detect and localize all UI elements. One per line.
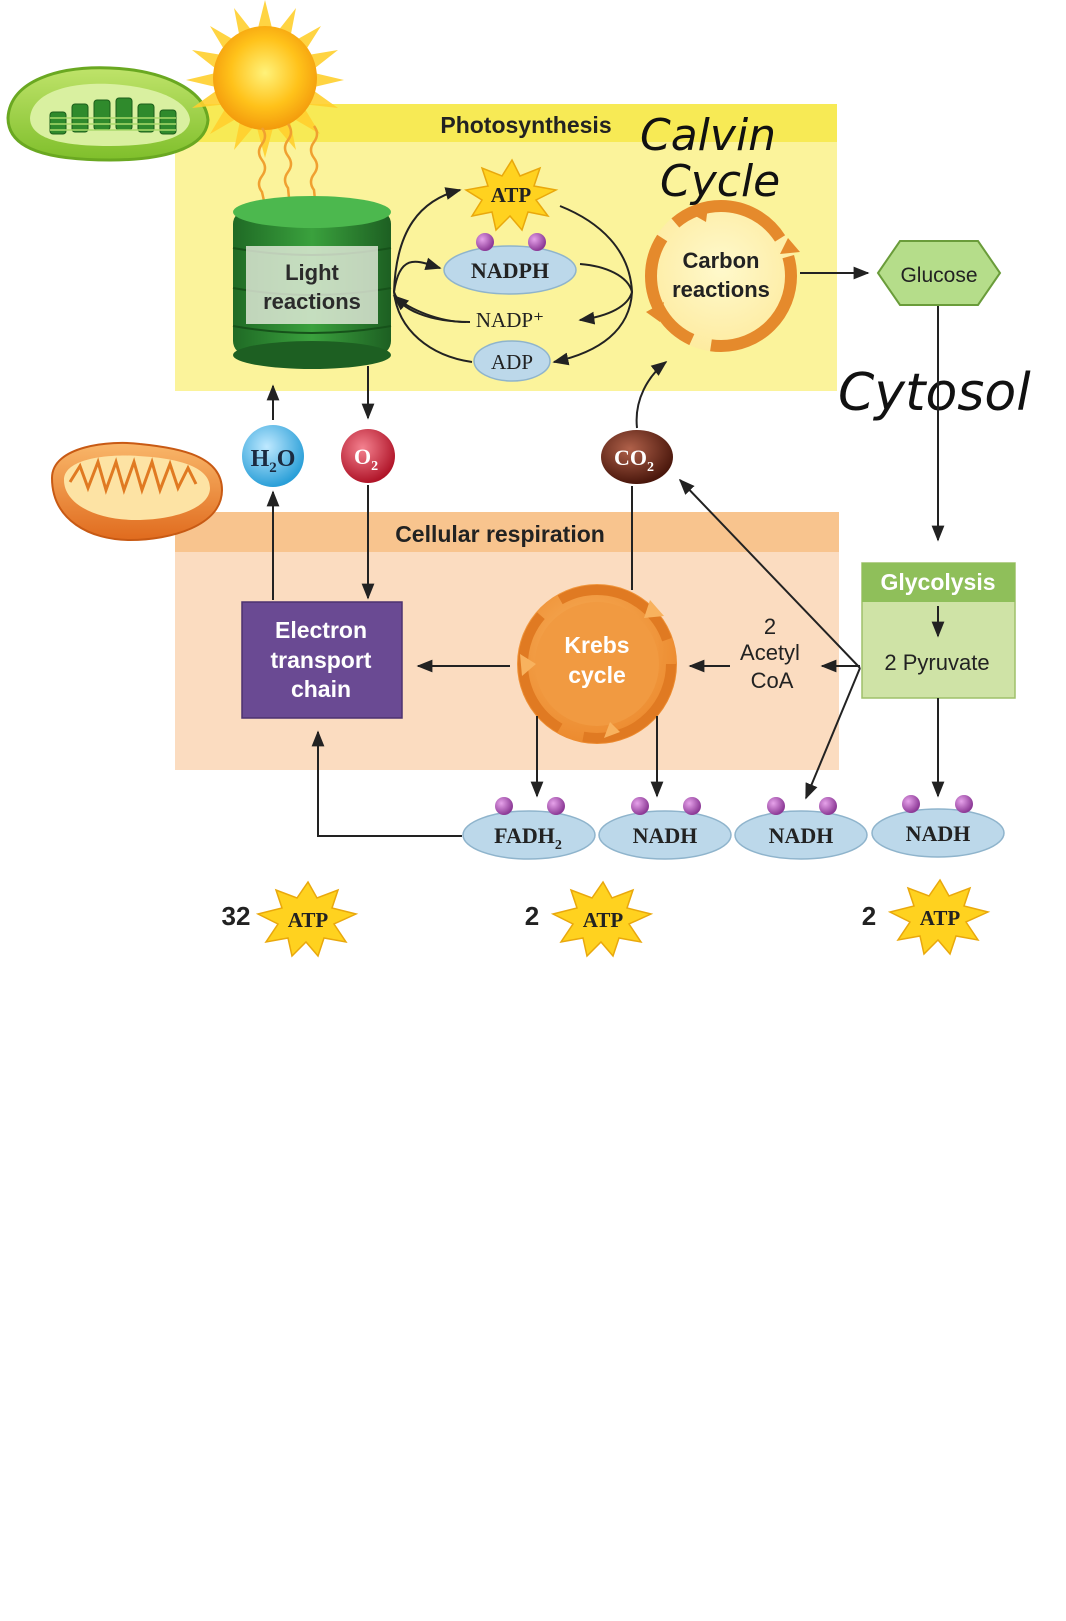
respiration-arrows	[311, 659, 945, 837]
krebs-label-2: cycle	[568, 662, 626, 688]
carbon-reactions-label-1: Carbon	[683, 248, 760, 273]
adp-label: ADP	[491, 350, 533, 374]
fadh2-carrier: FADH2	[462, 797, 596, 860]
nadph-label: NADPH	[471, 258, 549, 283]
respiration-title: Cellular respiration	[395, 521, 605, 547]
chloroplast-icon	[6, 66, 210, 162]
atp-burst-icon	[550, 880, 654, 958]
photosynthesis-title: Photosynthesis	[440, 112, 611, 138]
acetyl-count: 2	[764, 614, 776, 639]
atp-label-photo: ATP	[491, 183, 532, 207]
co2-label: CO2	[614, 445, 654, 475]
glycolysis-title: Glycolysis	[880, 569, 995, 595]
nadh-carrier-2: NADH	[734, 797, 868, 860]
mitochondrion-icon	[50, 441, 224, 542]
respiration-panel: Cellular respiration	[175, 512, 839, 770]
atp-burst-icon	[887, 878, 991, 956]
glucose-node: Glucose	[876, 240, 1002, 306]
atp-yield-label: ATP	[920, 906, 961, 930]
nadh-label-2: NADH	[769, 823, 834, 848]
nadh-carrier-3: NADH	[871, 795, 1005, 858]
sunlight-rays	[257, 123, 319, 211]
nadp-plus-label: NADP⁺	[476, 308, 544, 332]
atp-yield-count: 2	[525, 901, 539, 931]
photosynthesis-arrows	[392, 187, 633, 366]
nadh-label-1: NADH	[633, 823, 698, 848]
adp-carrier: ADP	[473, 340, 551, 382]
molecule-arrows	[266, 361, 861, 669]
atp-yield-glycolysis: 2 ATP	[862, 878, 991, 956]
glycolysis-box: Glycolysis 2 Pyruvate	[861, 562, 1016, 699]
calvin-annotation: Calvin	[640, 110, 776, 161]
cytosol-annotation: Cytosol	[838, 363, 1031, 423]
light-reactions-granum: Light reactions	[232, 196, 392, 369]
krebs-cycle: Krebs cycle	[517, 584, 677, 744]
electron-transport-chain: Electron transport chain	[241, 601, 403, 719]
krebs-label-1: Krebs	[564, 632, 629, 658]
atp-yield-label: ATP	[583, 908, 624, 932]
nadh-label-3: NADH	[906, 821, 971, 846]
h2o-molecule: H2O	[242, 425, 304, 487]
acetyl-label: Acetyl	[740, 640, 800, 665]
etc-label-2: transport	[271, 647, 372, 673]
nadh-carrier-1: NADH	[598, 797, 732, 860]
sun-icon	[186, 0, 344, 158]
o2-label: O2	[354, 444, 378, 474]
co2-molecule: CO2	[601, 430, 673, 484]
o2-molecule: O2	[341, 429, 395, 483]
etc-label-1: Electron	[275, 617, 367, 643]
fadh2-label: FADH2	[494, 823, 562, 853]
etc-label-3: chain	[291, 676, 351, 702]
carbon-reactions-cycle: Carbon reactions	[645, 200, 800, 352]
atp-burst-icon	[255, 880, 359, 958]
acetyl-coa: 2 Acetyl CoA	[740, 614, 800, 693]
cycle-annotation: Cycle	[660, 156, 780, 207]
atp-yield-count: 2	[862, 901, 876, 931]
light-reactions-label-2: reactions	[263, 289, 361, 314]
glucose-label: Glucose	[900, 264, 977, 287]
atp-yield-label: ATP	[288, 908, 329, 932]
light-reactions-label-1: Light	[285, 260, 339, 285]
cycle-arrowhead-icon	[780, 238, 800, 254]
carbon-reactions-label-2: reactions	[672, 277, 770, 302]
atp-yield-count: 32	[222, 901, 251, 931]
h2o-label: H2O	[251, 446, 296, 476]
atp-yield-etc: 32 ATP	[222, 880, 359, 958]
nadph-carrier: NADPH	[443, 233, 577, 295]
atp-yield-krebs: 2 ATP	[525, 880, 654, 958]
atp-burst-photosynthesis: ATP	[463, 158, 559, 232]
coa-label: CoA	[751, 668, 794, 693]
pyruvate-label: 2 Pyruvate	[884, 650, 989, 675]
